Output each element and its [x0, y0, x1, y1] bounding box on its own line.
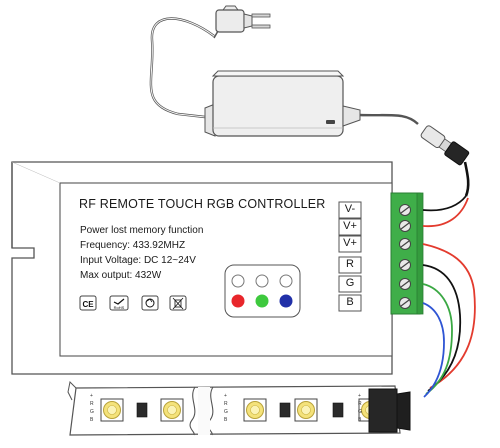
spec-input-voltage: Input Voltage: DC 12~24V — [80, 255, 196, 266]
wire-v-plus-input — [422, 197, 469, 227]
screw-slot-icon — [400, 222, 410, 230]
resistor — [332, 402, 344, 418]
strip-pin-plus-mid: + — [224, 393, 227, 399]
terminal-label-g: G — [345, 277, 355, 289]
dc-output-cord — [359, 113, 419, 125]
indicator-empty-1 — [231, 274, 245, 288]
led-chip — [100, 398, 124, 422]
strip-pin-g-right: G — [358, 409, 362, 415]
wire-g — [422, 283, 453, 395]
led-chip — [160, 398, 184, 422]
power-cord — [149, 17, 215, 119]
screw-slot-icon — [400, 206, 410, 214]
terminal-label-v-plus-1: V+ — [343, 220, 357, 232]
wire-r — [422, 264, 462, 392]
spec-memory-function: Power lost memory function — [80, 225, 204, 236]
strip-pin-r-mid: R — [224, 401, 228, 407]
terminal-label-v-plus-2: V+ — [343, 237, 357, 249]
strip-pin-plus-right: + — [358, 393, 361, 399]
resistor — [279, 402, 291, 418]
screw-slot-icon — [400, 299, 410, 307]
recycle-icon — [145, 298, 155, 308]
wire-v-minus-input — [422, 195, 467, 212]
wire-b — [422, 302, 445, 398]
power-plug — [213, 5, 271, 39]
rohs-mark: RoHS — [114, 305, 125, 310]
dc-output-pair — [463, 161, 470, 197]
certification-marks: CE RoHS — [79, 295, 187, 311]
indicator-empty-3 — [279, 274, 293, 288]
indicator-empty-2 — [255, 274, 269, 288]
indicator-red — [231, 294, 245, 308]
strip-pin-r-right: R — [358, 401, 362, 407]
spec-frequency: Frequency: 433.92MHZ — [80, 240, 186, 251]
strip-pin-b-mid: B — [224, 417, 228, 423]
strip-pin-plus-left: + — [90, 393, 93, 399]
power-adapter — [204, 70, 361, 137]
controller-housing — [11, 161, 393, 375]
screw-slot-icon — [400, 261, 410, 269]
crossed-bin-icon — [172, 297, 184, 310]
led-strip — [67, 380, 411, 436]
dc-connector — [420, 125, 470, 166]
screw-slot-icon — [400, 280, 410, 288]
strip-pin-b-left: B — [90, 417, 94, 423]
spec-max-output: Max output: 432W — [80, 270, 162, 281]
controller-title: RF REMOTE TOUCH RGB CONTROLLER — [79, 197, 326, 211]
strip-pin-b-right: B — [358, 417, 362, 423]
led-chip — [243, 398, 267, 422]
terminal-label-column — [338, 201, 362, 312]
remote-button-panel — [224, 264, 301, 318]
controller-output-wires — [422, 195, 476, 398]
terminal-label-b: B — [346, 296, 354, 308]
led-chip — [294, 398, 318, 422]
screw-slot-icon — [400, 240, 410, 248]
indicator-green — [255, 294, 269, 308]
resistor — [136, 402, 148, 418]
rohs-check-icon — [113, 298, 125, 305]
ce-mark: CE — [82, 300, 94, 309]
strip-pin-g-left: G — [90, 409, 94, 415]
terminal-block — [390, 192, 424, 315]
terminal-label-r: R — [346, 258, 354, 270]
indicator-blue — [279, 294, 293, 308]
strip-pin-r-left: R — [90, 401, 94, 407]
strip-pin-g-mid: G — [224, 409, 228, 415]
terminal-label-v-minus: V- — [344, 203, 356, 215]
wire-v-plus-strip — [422, 243, 476, 389]
